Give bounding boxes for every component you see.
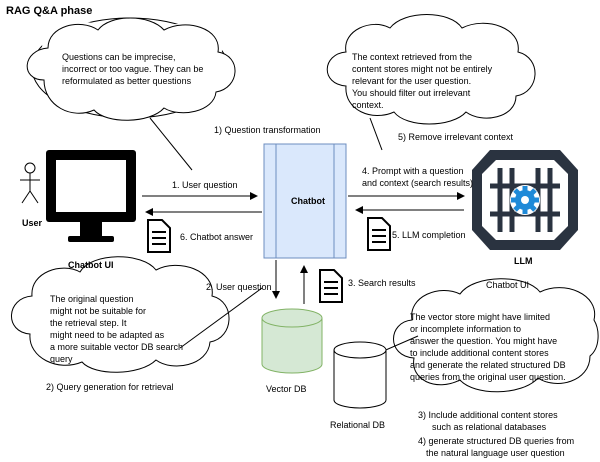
step-user-question-2: 2. User question (206, 282, 272, 292)
step-question-transformation: 1) Question transformation (214, 125, 321, 135)
note-text-line: You should filter out irrelevant (352, 88, 471, 98)
note-text-line: The vector store might have limited (410, 312, 550, 322)
note-cloud-bottom-right: The vector store might have limited or i… (393, 278, 599, 393)
step-query-generation: 2) Query generation for retrieval (46, 382, 174, 392)
note-text-line: answer the question. You might have (410, 336, 557, 346)
note-text-line: The original question (50, 294, 134, 304)
note-text-line: might need to be adapted as (50, 330, 165, 340)
note-text-line: The context retrieved from the (352, 52, 472, 62)
document-icon (319, 269, 343, 303)
note-text-line: Questions can be imprecise, (62, 52, 176, 62)
note-text-line: a more suitable vector DB search (50, 342, 183, 352)
user-label: User (22, 218, 43, 228)
connector-line (369, 117, 383, 151)
note-text-line: reformulated as better questions (62, 76, 192, 86)
note-text-line: queries from the original user question. (410, 372, 566, 382)
vector-db-label: Vector DB (266, 384, 307, 394)
chatbot-label: Chatbot (291, 196, 325, 206)
document-icon (147, 219, 171, 253)
diagram-title: RAG Q&A phase (6, 5, 92, 17)
connector-line (179, 287, 263, 349)
step-llm-completion: 5. LLM completion (392, 230, 466, 240)
note-text-line: or incomplete information to (410, 324, 521, 334)
chatbot-box (263, 143, 347, 259)
note-text-line: query (50, 354, 73, 364)
user-stick-figure-icon (20, 162, 40, 204)
step-generate-queries-line2: the natural language user question (426, 448, 565, 458)
note-text-line: and generate the related structured DB (410, 360, 566, 370)
note-cloud-top-right: The context retrieved from the content s… (326, 14, 536, 125)
step-search-results: 3. Search results (348, 278, 416, 288)
note-cloud-top-left: Questions can be imprecise, incorrect or… (26, 17, 236, 121)
database-cylinder-icon (333, 341, 387, 409)
document-icon (367, 217, 391, 251)
step-chatbot-answer: 6. Chatbot answer (180, 232, 253, 242)
llm-label: LLM (514, 256, 533, 266)
gear-icon (511, 186, 539, 214)
step-prompt-line2: and context (search results) (362, 178, 473, 188)
note-text-line: to include additional content stores (410, 348, 549, 358)
database-cylinder-icon (261, 308, 323, 374)
step-include-stores-line1: 3) Include additional content stores (418, 410, 558, 420)
note-text-line: incorrect or too vague. They can be (62, 64, 203, 74)
note-text-line: content stores might not be entirely (352, 64, 493, 74)
monitor-icon (46, 150, 136, 242)
chatbot-ui-left-label: Chatbot UI (68, 260, 114, 270)
note-text-line: relevant for the user question. (352, 76, 471, 86)
relational-db-label: Relational DB (330, 420, 385, 430)
note-text-line: the retrieval step. It (50, 318, 127, 328)
connector-line (149, 117, 193, 171)
note-cloud-bottom-left: The original question might not be suita… (11, 256, 230, 373)
step-user-question-1: 1. User question (172, 180, 238, 190)
chatbot-ui-right-label: Chatbot UI (486, 280, 529, 290)
step-remove-irrelevant: 5) Remove irrelevant context (398, 132, 514, 142)
step-generate-queries-line1: 4) generate structured DB queries from (418, 436, 574, 446)
step-include-stores-line2: such as relational databases (432, 422, 547, 432)
note-text-line: context. (352, 100, 384, 110)
step-prompt-line1: 4. Prompt with a question (362, 166, 464, 176)
note-text-line: might not be suitable for (50, 306, 146, 316)
